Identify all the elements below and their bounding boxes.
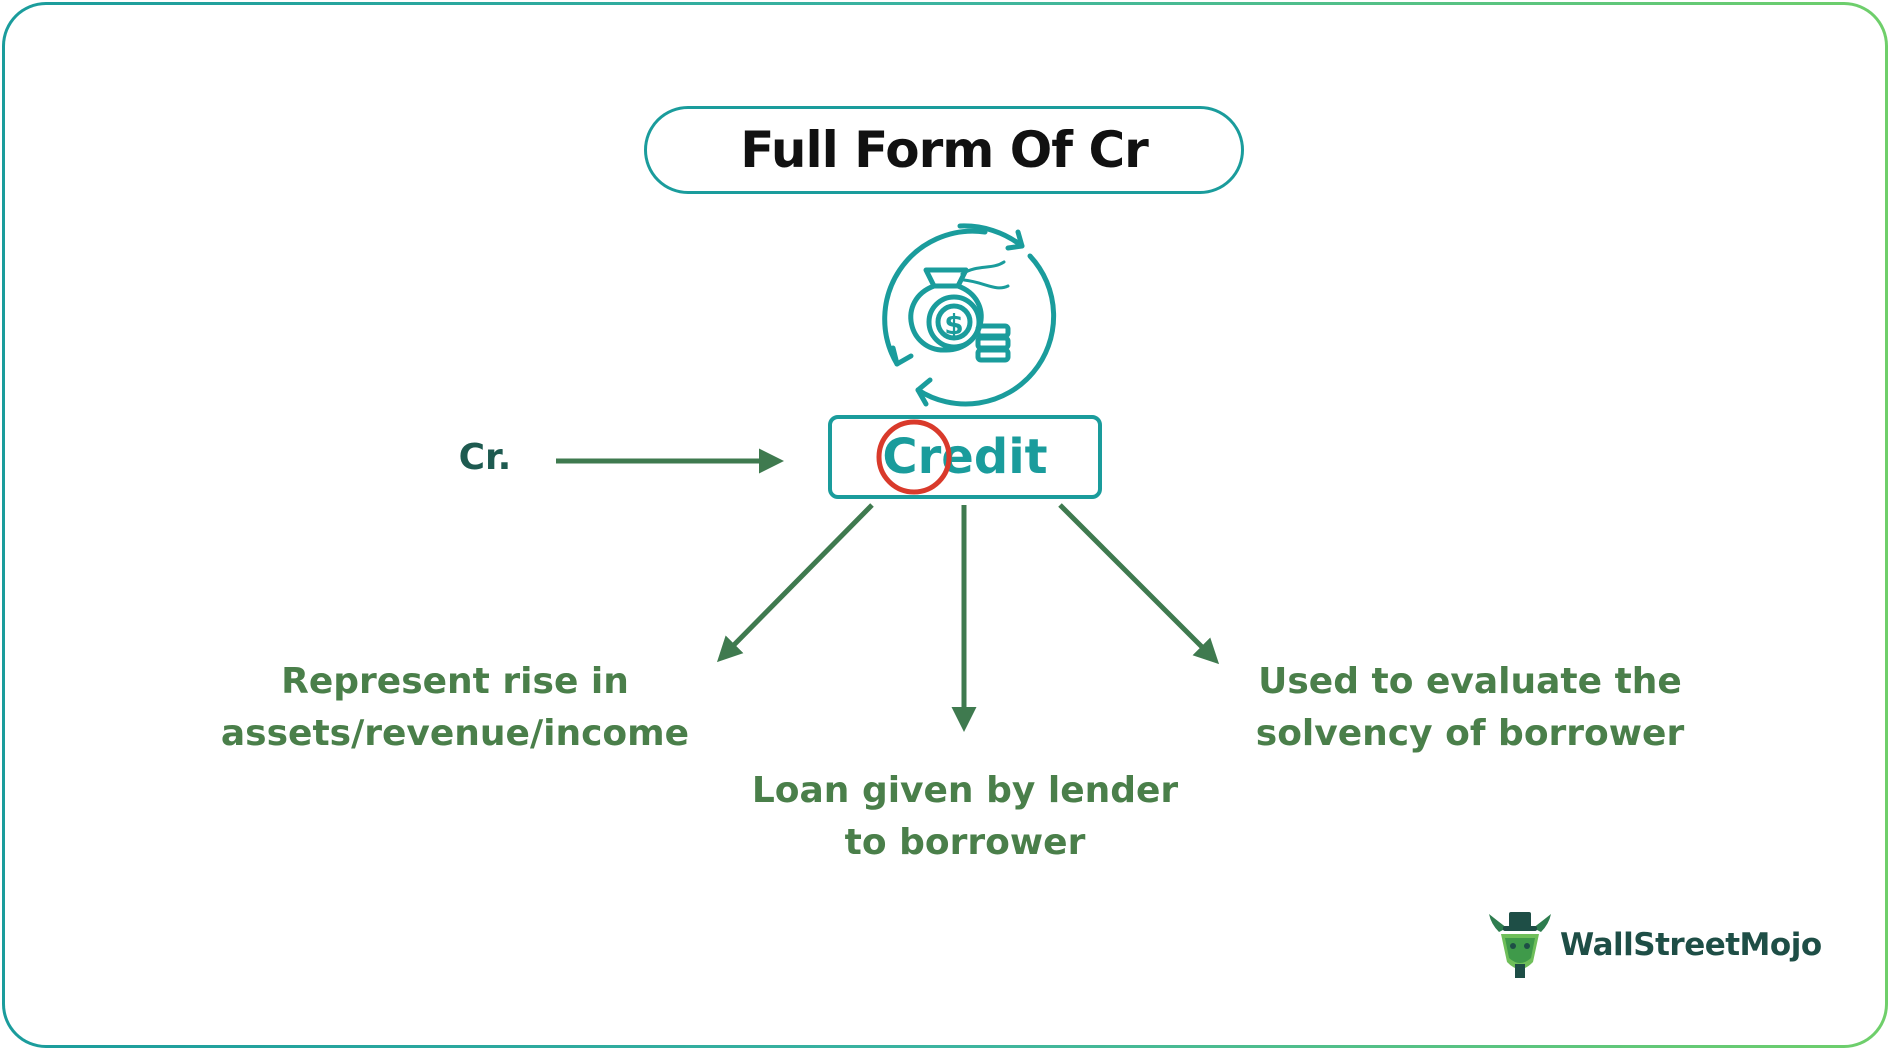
page-title: Full Form Of Cr <box>644 106 1244 194</box>
meaning-3-line-2: solvency of borrower <box>1255 713 1685 754</box>
arrow-to-meaning-3 <box>1058 503 1220 665</box>
meaning-2-line-2: to borrower <box>844 822 1086 863</box>
dollar-sign-icon: $ <box>944 308 963 341</box>
credit-term-box: Credit <box>828 415 1102 499</box>
meaning-3: Used to evaluate the solvency of borrowe… <box>1230 656 1710 760</box>
meaning-3-line-1: Used to evaluate the <box>1258 661 1682 702</box>
arrow-to-meaning-1 <box>716 503 874 663</box>
bull-logo-icon <box>1489 912 1551 978</box>
meaning-2-line-1: Loan given by lender <box>751 770 1179 811</box>
abbreviation-label: Cr. <box>458 436 512 478</box>
brand-logo: WallStreetMojo <box>1485 910 1822 980</box>
meaning-1-line-1: Represent rise in <box>281 661 629 702</box>
meaning-2: Loan given by lender to borrower <box>720 765 1210 869</box>
money-bag-cycle-icon <box>882 223 1057 407</box>
brand-name: WallStreetMojo <box>1560 927 1822 963</box>
credit-term-text: Credit <box>882 429 1048 485</box>
highlight-circle <box>876 419 952 495</box>
meaning-1: Represent rise in assets/revenue/income <box>195 656 715 760</box>
meaning-1-line-2: assets/revenue/income <box>220 713 690 754</box>
